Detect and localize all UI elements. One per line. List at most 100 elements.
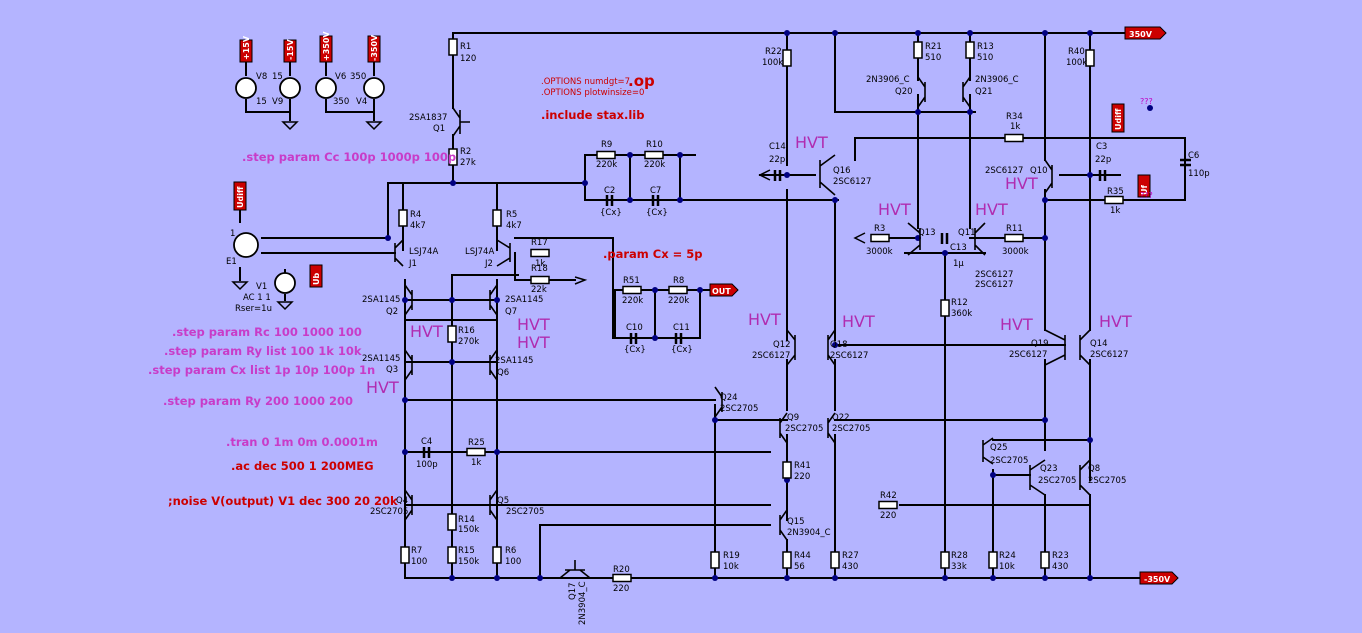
flag-n15: -15V bbox=[286, 39, 295, 60]
j2-model: LSJ74A bbox=[465, 247, 494, 257]
r40-name: R40 bbox=[1068, 47, 1085, 57]
q17-name: Q17 bbox=[568, 582, 578, 600]
r24-name: R24 bbox=[999, 551, 1016, 561]
c4-name: C4 bbox=[421, 437, 432, 447]
q15-model: 2N3904_C bbox=[787, 528, 831, 538]
r13-value: 510 bbox=[977, 53, 993, 63]
r24-value: 10k bbox=[999, 562, 1015, 572]
r42-name: R42 bbox=[880, 491, 897, 501]
r11-name: R11 bbox=[1006, 224, 1023, 234]
r21-name: R21 bbox=[925, 42, 942, 52]
r35-value: 1k bbox=[1110, 206, 1120, 216]
source-name: V4 bbox=[356, 97, 367, 107]
r42-value: 220 bbox=[880, 511, 896, 521]
r19-name: R19 bbox=[723, 551, 740, 561]
q15-name: Q15 bbox=[787, 517, 805, 527]
q2-model: 2SA1145 bbox=[362, 295, 400, 305]
step-cx-list: .step param Cx list 1p 10p 100p 1n bbox=[148, 363, 375, 377]
c7-value: {Cx} bbox=[646, 208, 668, 218]
r34-value: 1k bbox=[1010, 122, 1020, 132]
q5-name: Q5 bbox=[497, 496, 509, 506]
options2: .OPTIONS plotwinsize=0 bbox=[541, 88, 644, 98]
q21-name: Q21 bbox=[975, 87, 993, 97]
r6-name: R6 bbox=[505, 546, 516, 556]
hvt-label: HVT bbox=[1099, 312, 1132, 331]
flag-udiff: Udiff bbox=[236, 186, 245, 208]
r27-value: 430 bbox=[842, 562, 858, 572]
q20-name: Q20 bbox=[895, 87, 913, 97]
r23-name: R23 bbox=[1052, 551, 1069, 561]
r12-value: 360k bbox=[951, 309, 972, 319]
source-pin: 1 bbox=[230, 229, 235, 239]
q19-model: 2SC6127 bbox=[1009, 350, 1047, 360]
r5-value: 4k7 bbox=[506, 221, 522, 231]
hvt-label: HVT bbox=[878, 200, 911, 219]
r22-value: 100k bbox=[762, 58, 783, 68]
r16-name: R16 bbox=[458, 326, 475, 336]
q8-name: Q8 bbox=[1088, 464, 1100, 474]
q19-name: Q19 bbox=[1031, 339, 1049, 349]
r17-name: R17 bbox=[531, 238, 548, 248]
transistor-symbols bbox=[388, 76, 1091, 579]
q20-model: 2N3906_C bbox=[866, 75, 910, 85]
hvt-label: HVT bbox=[410, 322, 443, 341]
r51-name: R51 bbox=[623, 276, 640, 286]
source-name: V8 bbox=[256, 72, 267, 82]
c14-name: C14 bbox=[769, 142, 786, 152]
r35-name: R35 bbox=[1107, 187, 1124, 197]
r21-value: 510 bbox=[925, 53, 941, 63]
c3-name: C3 bbox=[1096, 142, 1107, 152]
r7-value: 100 bbox=[411, 557, 427, 567]
r51-value: 220k bbox=[622, 296, 643, 306]
q3-name: Q3 bbox=[386, 365, 398, 375]
j1-name: J1 bbox=[408, 259, 417, 269]
flag-udiff2: Udiff bbox=[1114, 108, 1123, 130]
c11-name: C11 bbox=[673, 323, 690, 333]
q12-name: Q12 bbox=[773, 340, 791, 350]
q9-model: 2SC2705 bbox=[785, 424, 823, 434]
q12-model: 2SC6127 bbox=[752, 351, 790, 361]
r19-value: 10k bbox=[723, 562, 739, 572]
hvt-label: HVT bbox=[842, 312, 875, 331]
op-directive: .op bbox=[628, 72, 655, 90]
capacitor-bodies bbox=[422, 158, 1191, 458]
q14-name: Q14 bbox=[1090, 339, 1108, 349]
j2-name: J2 bbox=[484, 259, 493, 269]
flag-uf: Uf bbox=[1140, 185, 1149, 195]
q4-model: 2SC2705 bbox=[370, 507, 408, 517]
q7-name: Q7 bbox=[505, 307, 517, 317]
unknown-label: ??? bbox=[1140, 97, 1153, 106]
r15-name: R15 bbox=[458, 546, 475, 556]
param-cx: .param Cx = 5p bbox=[603, 247, 703, 261]
q9-name: Q9 bbox=[787, 413, 799, 423]
r5-name: R5 bbox=[506, 210, 517, 220]
r18-value: 22k bbox=[531, 285, 547, 295]
flag-p15: +15V bbox=[242, 35, 251, 60]
r10-value: 220k bbox=[644, 160, 665, 170]
source-value: 350 bbox=[350, 72, 366, 82]
r28-name: R28 bbox=[951, 551, 968, 561]
r16-value: 270k bbox=[458, 337, 479, 347]
r7-name: R7 bbox=[411, 546, 422, 556]
q18-name: Q18 bbox=[830, 340, 848, 350]
r20-name: R20 bbox=[613, 565, 630, 575]
r12-name: R12 bbox=[951, 298, 968, 308]
r2-value: 27k bbox=[460, 158, 476, 168]
r22-name: R22 bbox=[765, 47, 782, 57]
r41-name: R41 bbox=[794, 461, 811, 471]
q22-name: Q22 bbox=[832, 413, 850, 423]
spice-directives: .OPTIONS numdgt=7 .op .OPTIONS plotwinsi… bbox=[148, 72, 703, 508]
r6-value: 100 bbox=[505, 557, 521, 567]
q18-model: 2SC6127 bbox=[830, 351, 868, 361]
q22-model: 2SC2705 bbox=[832, 424, 870, 434]
r28-value: 33k bbox=[951, 562, 967, 572]
c2-name: C2 bbox=[604, 186, 615, 196]
flag-p350: 350V bbox=[1129, 30, 1153, 39]
ac-directive: .ac dec 500 1 200MEG bbox=[231, 459, 374, 473]
r25-name: R25 bbox=[468, 438, 485, 448]
component-labels: V8 15 15 V9 V6 350 350 V4 1 E1 V1 AC 1 1… bbox=[226, 42, 1210, 625]
net-flags: 350V -350V OUT +15V -15V +350V -350V Udi… bbox=[233, 26, 1179, 585]
q3-model: 2SA1145 bbox=[362, 354, 400, 364]
c2-value: {Cx} bbox=[600, 208, 622, 218]
q23-name: Q23 bbox=[1040, 464, 1058, 474]
